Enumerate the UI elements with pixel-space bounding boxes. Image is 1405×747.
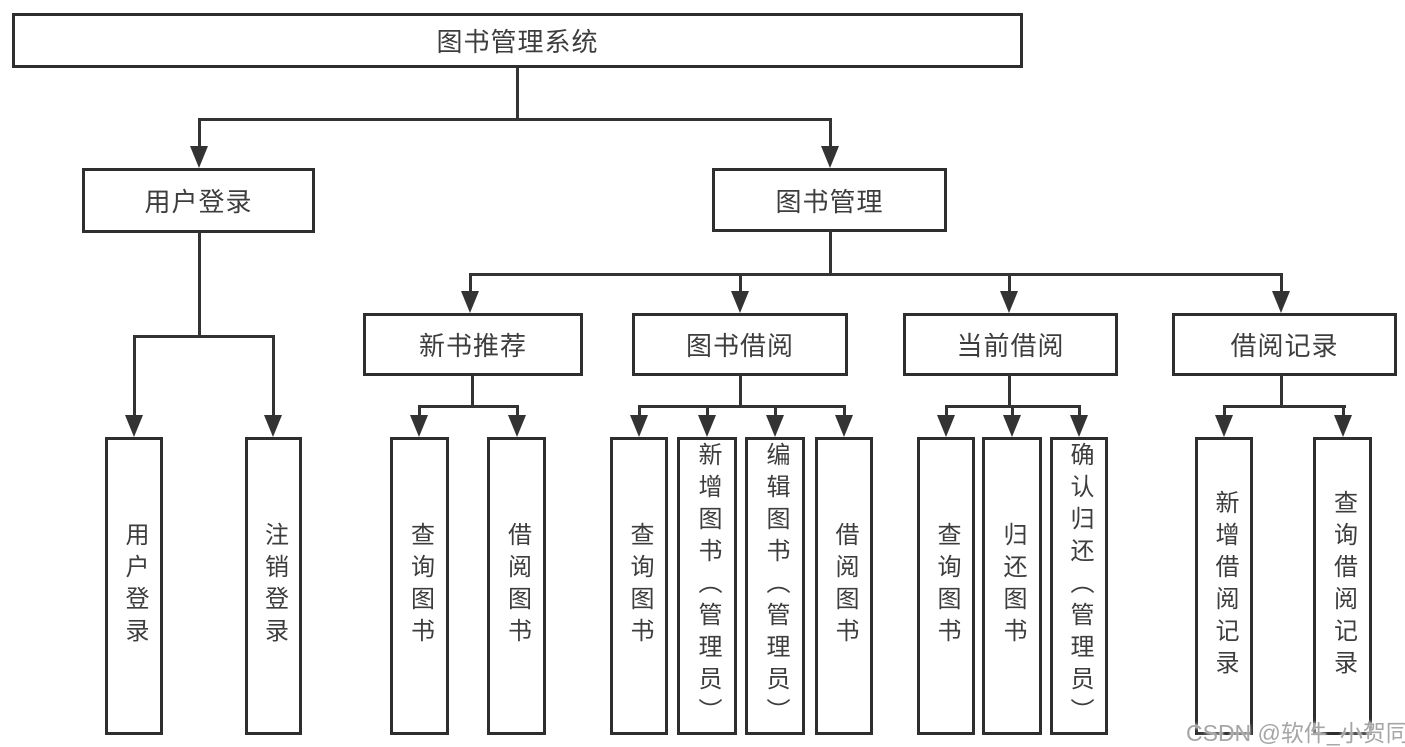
connector-line [133, 335, 136, 415]
connector-line [469, 273, 1283, 276]
arrow-down-icon [1215, 415, 1233, 437]
arrow-down-icon [1000, 291, 1018, 313]
connector-line [1223, 405, 1346, 408]
connector-line [471, 375, 474, 408]
leaf-confirm-return-admin: 确认归还（管理员） [1050, 437, 1108, 735]
node-book-management: 图书管理 [712, 168, 947, 232]
arrow-down-icon [1070, 415, 1088, 437]
leaf-query-borrow-record: 查询借阅记录 [1313, 437, 1372, 735]
node-new-book-recommend: 新书推荐 [363, 313, 583, 376]
connector-line [843, 405, 846, 417]
leaf-query-books-recommend: 查询图书 [390, 437, 449, 735]
connector-line [638, 405, 641, 417]
arrow-down-icon [1272, 291, 1290, 313]
connector-line [739, 375, 742, 408]
arrow-down-icon [937, 415, 955, 437]
arrow-down-icon [698, 415, 716, 437]
arrow-down-icon [821, 146, 839, 168]
arrow-down-icon [630, 415, 648, 437]
node-user-login: 用户登录 [82, 168, 315, 233]
connector-line [1280, 273, 1283, 291]
arrow-down-icon [1334, 415, 1352, 437]
connector-line [829, 231, 832, 276]
connector-line [469, 273, 472, 291]
leaf-edit-books-admin: 编辑图书（管理员） [745, 437, 805, 735]
connector-line [1008, 273, 1011, 291]
connector-line [198, 118, 201, 146]
node-current-borrow: 当前借阅 [903, 313, 1118, 376]
arrow-down-icon [461, 291, 479, 313]
connector-line [638, 405, 846, 408]
connector-line [774, 405, 777, 417]
connector-line [418, 405, 421, 417]
connector-line [706, 405, 709, 417]
arrow-down-icon [125, 415, 143, 437]
arrow-down-icon [1003, 415, 1021, 437]
connector-line [1280, 375, 1283, 408]
connector-line [1342, 405, 1345, 417]
connector-line [133, 335, 275, 338]
leaf-borrow-books: 借阅图书 [815, 437, 873, 735]
connector-line [829, 118, 832, 146]
connector-line [198, 232, 201, 337]
leaf-query-books-borrow: 查询图书 [610, 437, 668, 735]
node-borrow-records: 借阅记录 [1172, 313, 1397, 376]
arrow-down-icon [731, 291, 749, 313]
connector-line [516, 405, 519, 417]
leaf-return-books: 归还图书 [982, 437, 1042, 735]
arrow-down-icon [410, 415, 428, 437]
leaf-add-books-admin: 新增图书（管理员） [677, 437, 737, 735]
leaf-logout: 注销登录 [245, 437, 302, 735]
connector-line [945, 405, 948, 417]
leaf-borrow-books-recommend: 借阅图书 [487, 437, 546, 735]
leaf-user-login: 用户登录 [105, 437, 163, 735]
connector-line [1078, 405, 1081, 417]
arrow-down-icon [508, 415, 526, 437]
arrow-down-icon [264, 415, 282, 437]
connector-line [1223, 405, 1226, 417]
arrow-down-icon [190, 146, 208, 168]
connector-line [1011, 405, 1014, 417]
connector-line [1008, 375, 1011, 408]
csdn-watermark: CSDN @软件_小贺同学 [1186, 720, 1405, 746]
connector-line [418, 405, 519, 408]
connector-line [272, 335, 275, 415]
leaf-query-books-current: 查询图书 [917, 437, 975, 735]
connector-line [739, 273, 742, 291]
arrow-down-icon [766, 415, 784, 437]
arrow-down-icon [835, 415, 853, 437]
connector-line [198, 118, 832, 121]
connector-line [516, 68, 519, 118]
node-book-borrow: 图书借阅 [632, 313, 848, 376]
leaf-add-borrow-record: 新增借阅记录 [1195, 437, 1253, 735]
node-root-title: 图书管理系统 [12, 13, 1023, 68]
